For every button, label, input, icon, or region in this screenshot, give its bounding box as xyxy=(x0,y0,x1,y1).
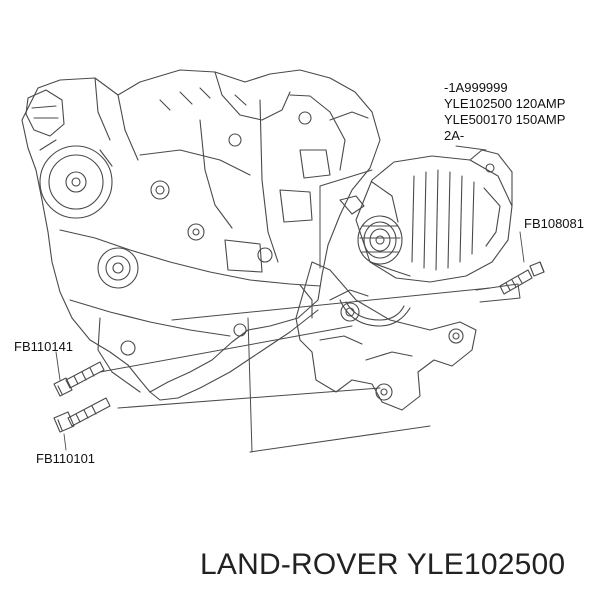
alternator xyxy=(355,149,513,283)
pulleys xyxy=(25,89,139,289)
engine-block xyxy=(21,69,381,401)
alignment-lines xyxy=(99,169,521,453)
part-number-line: -1A999999 xyxy=(444,80,508,95)
bolt-fb108081 xyxy=(499,261,545,295)
alternator-bracket xyxy=(295,261,477,411)
bolt-fb110141 xyxy=(53,361,105,397)
hose xyxy=(339,299,411,327)
brand-part-caption: LAND-ROVER YLE102500 xyxy=(200,548,566,581)
callout-front-bolt: FB110141 xyxy=(14,339,74,354)
part-number-line: YLE102500 120AMP xyxy=(444,96,566,111)
callout-upper-bolt: FB108081 xyxy=(524,216,584,231)
alternator-part-numbers: -1A999999 YLE102500 120AMP YLE500170 150… xyxy=(444,80,565,144)
bolt-fb110101 xyxy=(53,397,111,433)
part-number-line: YLE500170 150AMP xyxy=(444,112,566,127)
callout-lower-bolt: FB110101 xyxy=(36,451,96,466)
part-number-line: 2A- xyxy=(444,128,465,143)
leader-lines xyxy=(55,145,525,451)
